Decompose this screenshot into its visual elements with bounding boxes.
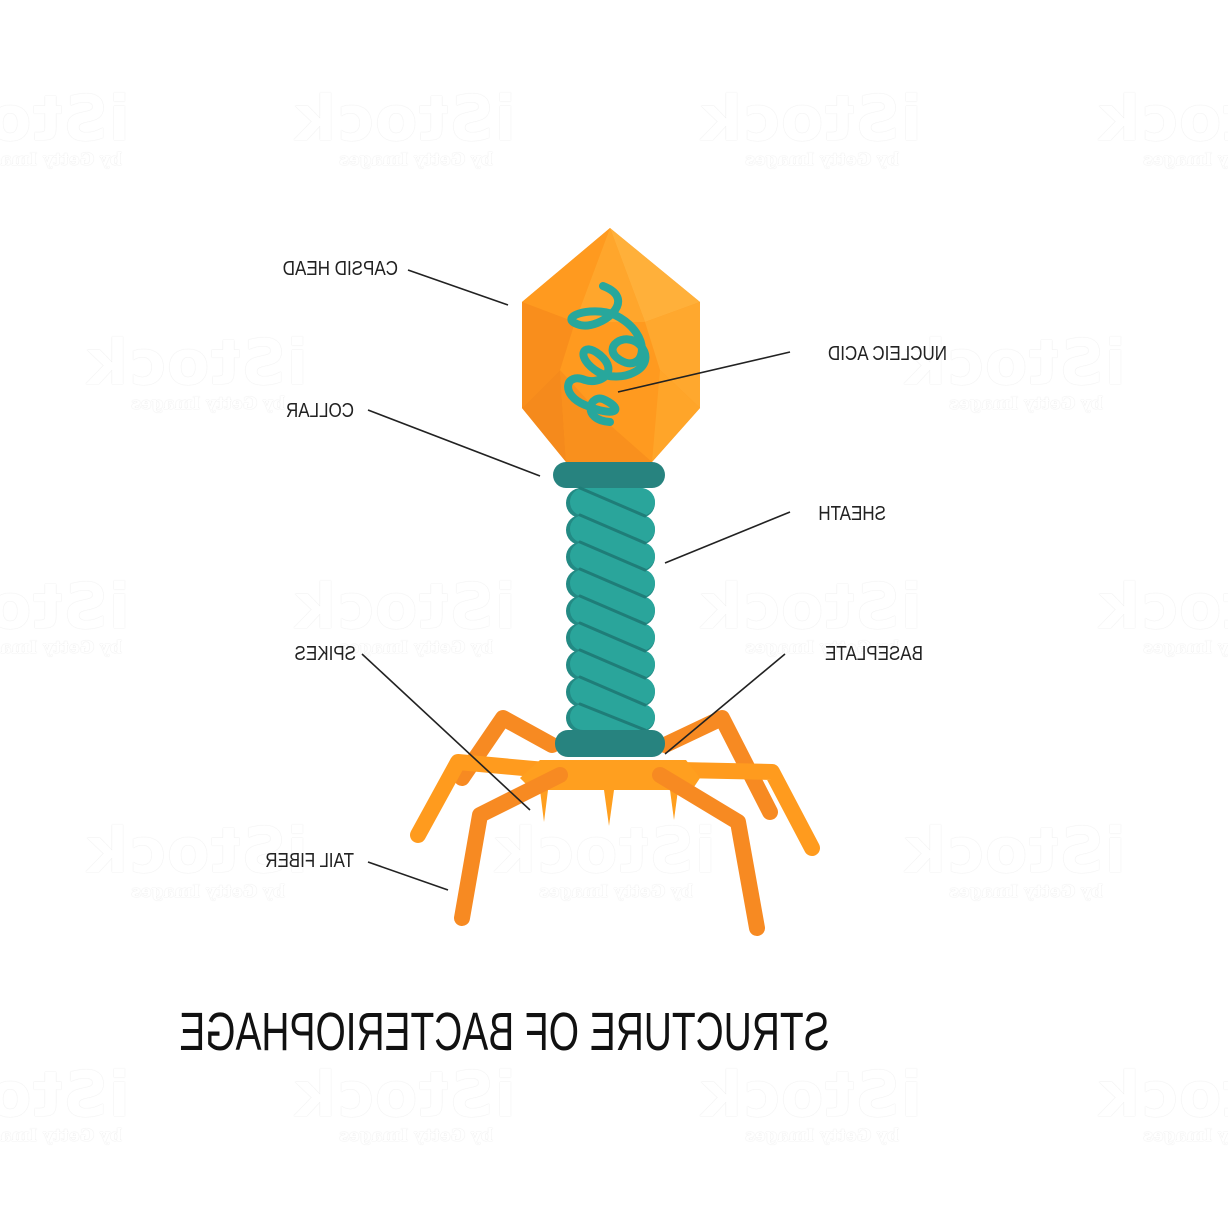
baseplate <box>520 760 700 826</box>
label-sheath: SHEATH <box>818 503 886 525</box>
label-collar: COLLAR <box>285 400 354 422</box>
nucleic-acid <box>564 282 650 426</box>
leader-lines <box>361 269 791 891</box>
collar <box>553 462 665 488</box>
label-nucleic-acid: NUCLEIC ACID <box>827 343 947 365</box>
sheath <box>566 486 655 732</box>
capsid-head <box>522 228 700 462</box>
diagram-title: STRUCTURE OF BACTERIOPHAGE <box>179 1002 830 1062</box>
tail-fibers-front <box>454 767 765 936</box>
tail-fibers-back <box>410 710 820 856</box>
base-collar <box>555 730 665 757</box>
label-spikes: SPIKES <box>294 643 356 665</box>
label-capsid-head: CAPSID HEAD <box>282 258 398 280</box>
label-tail-fiber: TAIL FIBER <box>265 850 354 872</box>
label-baseplate: BASEPLATE <box>825 643 923 665</box>
